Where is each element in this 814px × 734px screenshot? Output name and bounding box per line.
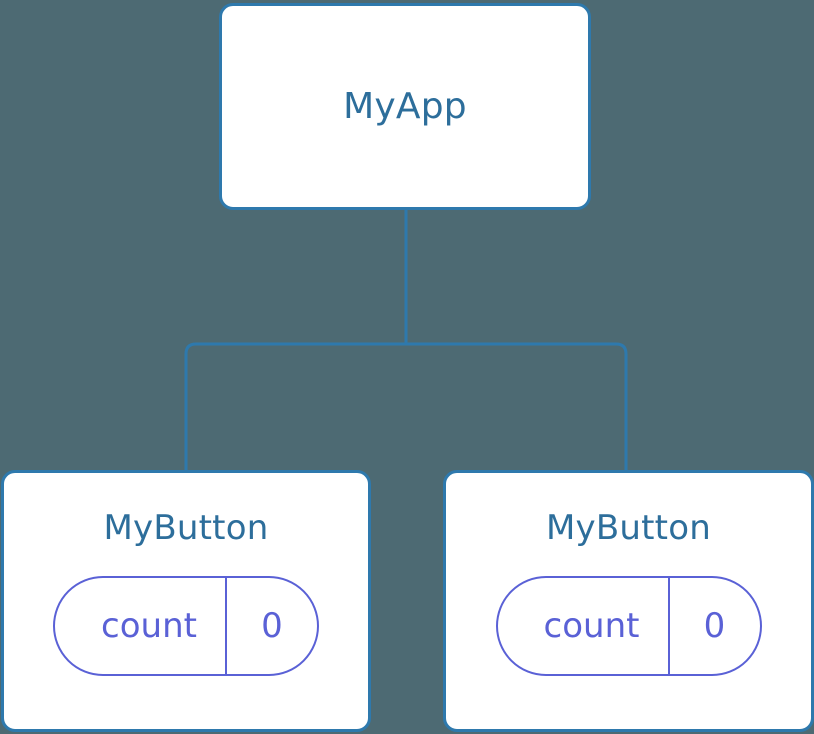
node-card-child-2[interactable]: MyButton count 0 [443,470,814,732]
prop-pill[interactable]: count 0 [495,576,762,676]
prop-key: count [498,578,670,674]
prop-key: count [55,578,227,674]
node-title: MyButton [103,508,269,548]
node-title: MyButton [546,508,711,548]
connector-edge-child-2 [406,342,628,474]
prop-value: 0 [261,606,283,646]
node-card-child-1[interactable]: MyButton count 0 [1,470,371,732]
node-title: MyApp [343,85,467,127]
prop-value: 0 [703,606,726,646]
prop-pill[interactable]: count 0 [53,576,319,676]
node-card-root[interactable]: MyApp [219,3,591,210]
connector-edge-child-1 [184,342,406,474]
